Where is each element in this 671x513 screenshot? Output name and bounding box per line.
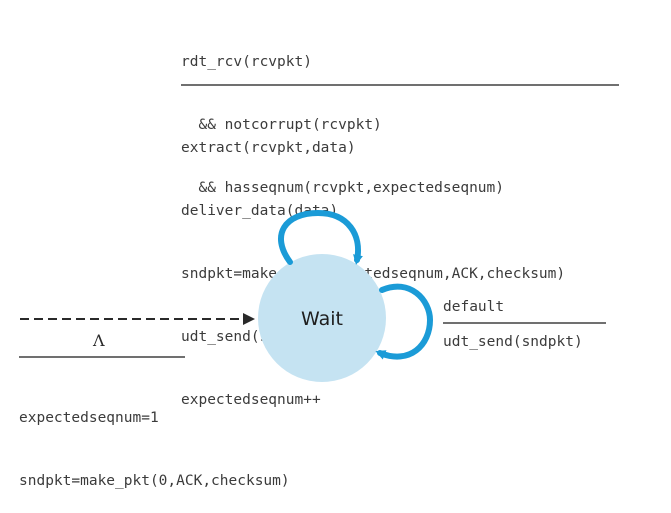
event-line: && notcorrupt(rcvpkt) [181,117,382,133]
top-self-loop-arrow [278,209,363,265]
initial-transition-arrowhead [243,313,255,325]
wait-state-label: Wait [301,308,343,330]
right-transition-action: udt_send(sndpkt) [443,334,583,350]
top-transition-event: rdt_rcv(rcvpkt) && notcorrupt(rcvpkt) &&… [181,10,504,220]
right-transition-divider [443,322,606,324]
wait-state [258,254,386,382]
initial-transition-divider [19,356,185,358]
event-line: rdt_rcv(rcvpkt) [181,54,312,70]
fsm-diagram: Wait [20,209,434,382]
action-line: sndpkt=make_pkt(0,ACK,checksum) [19,473,290,489]
right-self-loop-arrow [375,283,434,360]
action-line: extract(rcvpkt,data) [181,140,356,156]
top-transition-divider [181,84,619,86]
action-line: expectedseqnum++ [181,392,321,408]
event-line: && hasseqnum(rcvpkt,expectedseqnum) [181,180,505,196]
right-transition-event: default [443,299,505,315]
initial-transition-event: Λ [93,331,105,350]
